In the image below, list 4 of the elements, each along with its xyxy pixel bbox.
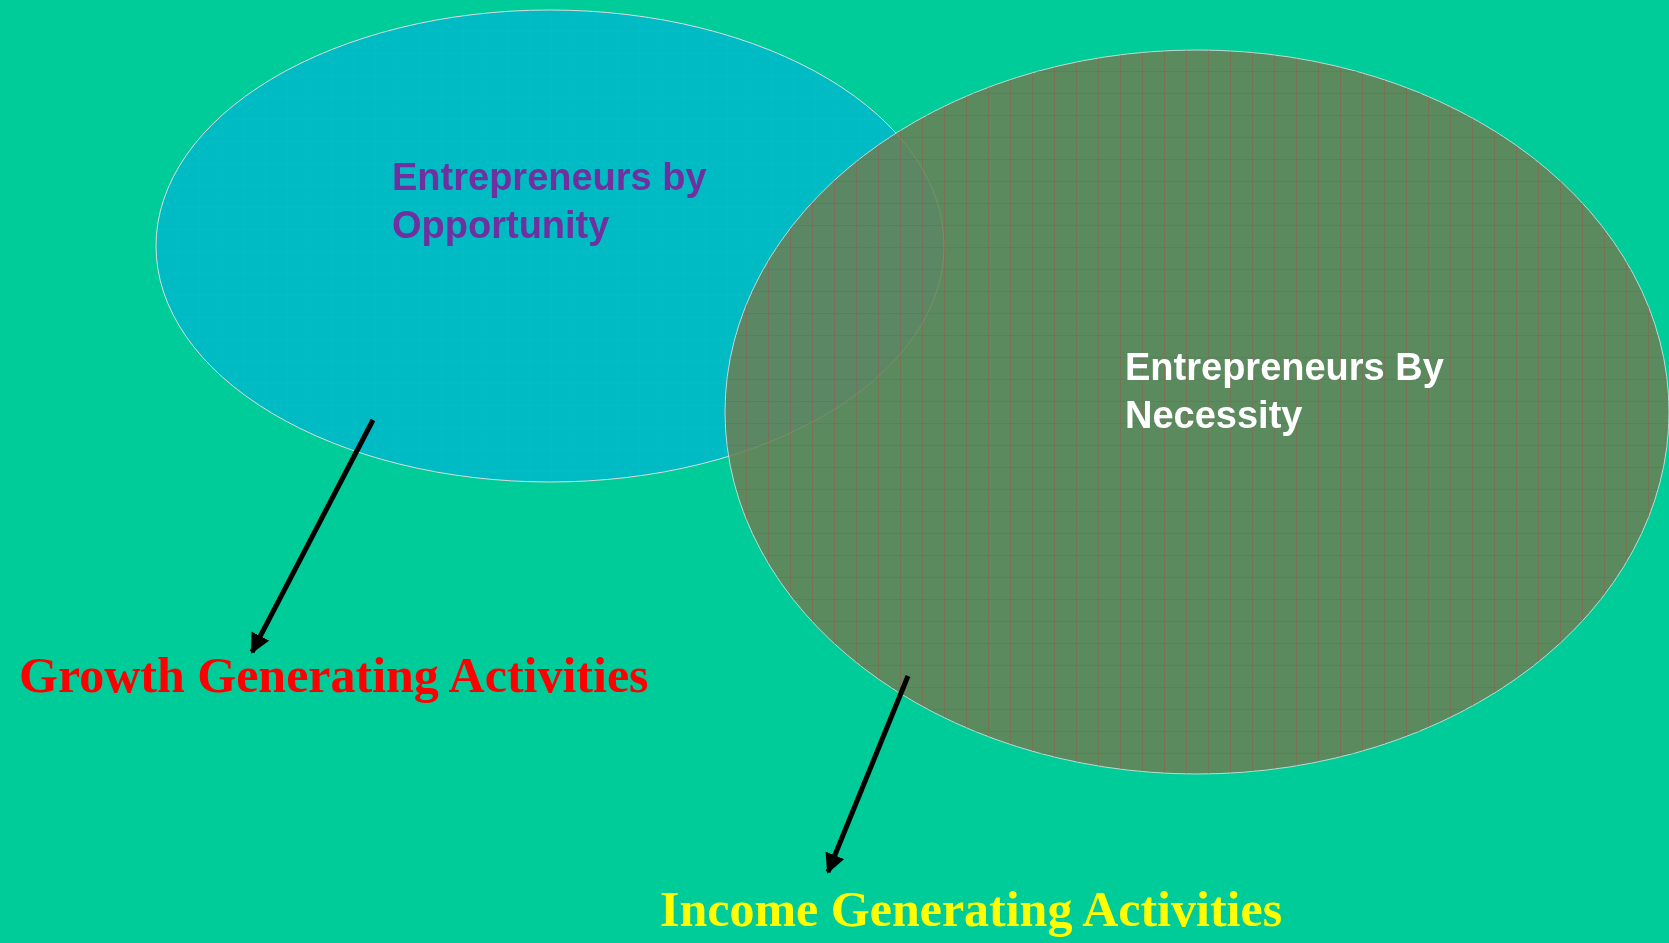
ellipse-label: Entrepreneurs By Necessity [1125,345,1445,438]
arrow [825,675,911,874]
ellipse-label: Entrepreneurs by Opportunity [392,155,708,248]
arrow [249,418,376,654]
